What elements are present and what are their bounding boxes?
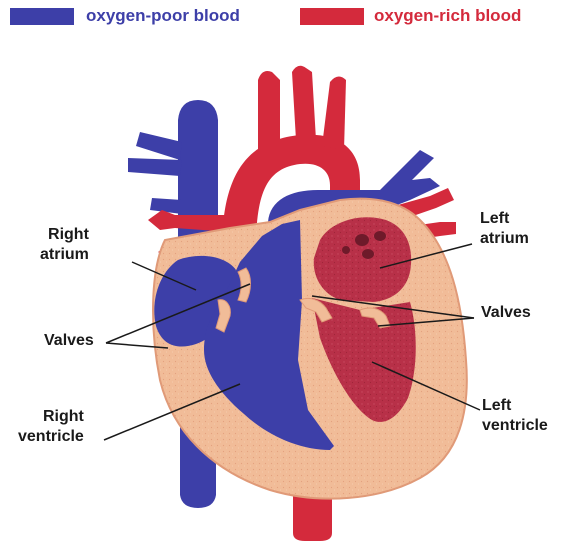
label-right-atrium: Right atrium	[40, 225, 89, 265]
label-left-ventricle: Left ventricle	[482, 396, 548, 436]
label-left-atrium: Left atrium	[480, 209, 529, 249]
label-right-ventricle: Right ventricle	[18, 407, 84, 447]
label-valves-left: Valves	[44, 331, 94, 351]
label-valves-right: Valves	[481, 303, 531, 323]
